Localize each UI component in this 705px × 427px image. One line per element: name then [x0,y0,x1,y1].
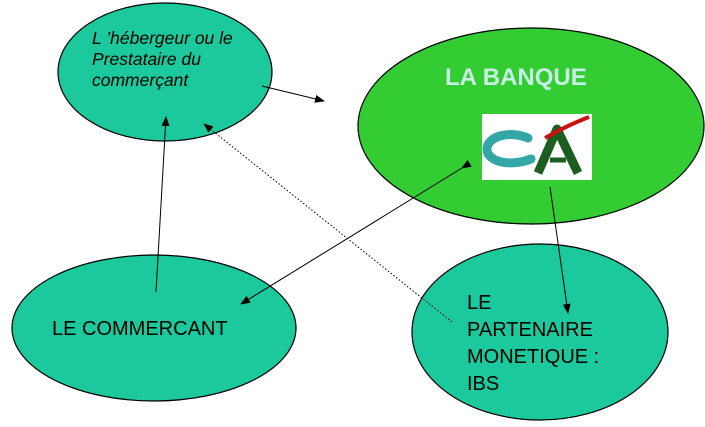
partenaire-label: LE PARTENAIRE MONETIQUE : IBS [467,290,657,398]
hebergeur-line-3: commerçant [92,70,189,90]
arrow-banque-to-commercant [240,159,472,305]
commercant-ellipse [11,254,297,402]
hebergeur-line-2: Prestataire du [92,49,201,69]
arrow-partenaire-to-hebergeur [203,123,453,323]
credit-agricole-ca-logo [482,114,592,180]
hebergeur-label: L ’hébergeur ou le Prestataire du commer… [92,28,282,91]
partenaire-line-2: PARTENAIRE [467,319,593,341]
partenaire-ellipse [411,243,669,421]
partenaire-line-4: IBS [467,373,500,395]
arrow-banque-to-partenaire [549,186,571,314]
hebergeur-line-1: L ’hébergeur ou le [92,28,233,48]
partenaire-line-1: LE [467,292,492,314]
partenaire-line-3: MONETIQUE : [467,346,600,368]
commercant-label: LE COMMERCANT [52,318,228,340]
arrow-hebergeur-to-banque [261,85,325,103]
banque-title: LA BANQUE [445,64,587,91]
arrow-commercant-to-hebergeur [155,116,170,293]
